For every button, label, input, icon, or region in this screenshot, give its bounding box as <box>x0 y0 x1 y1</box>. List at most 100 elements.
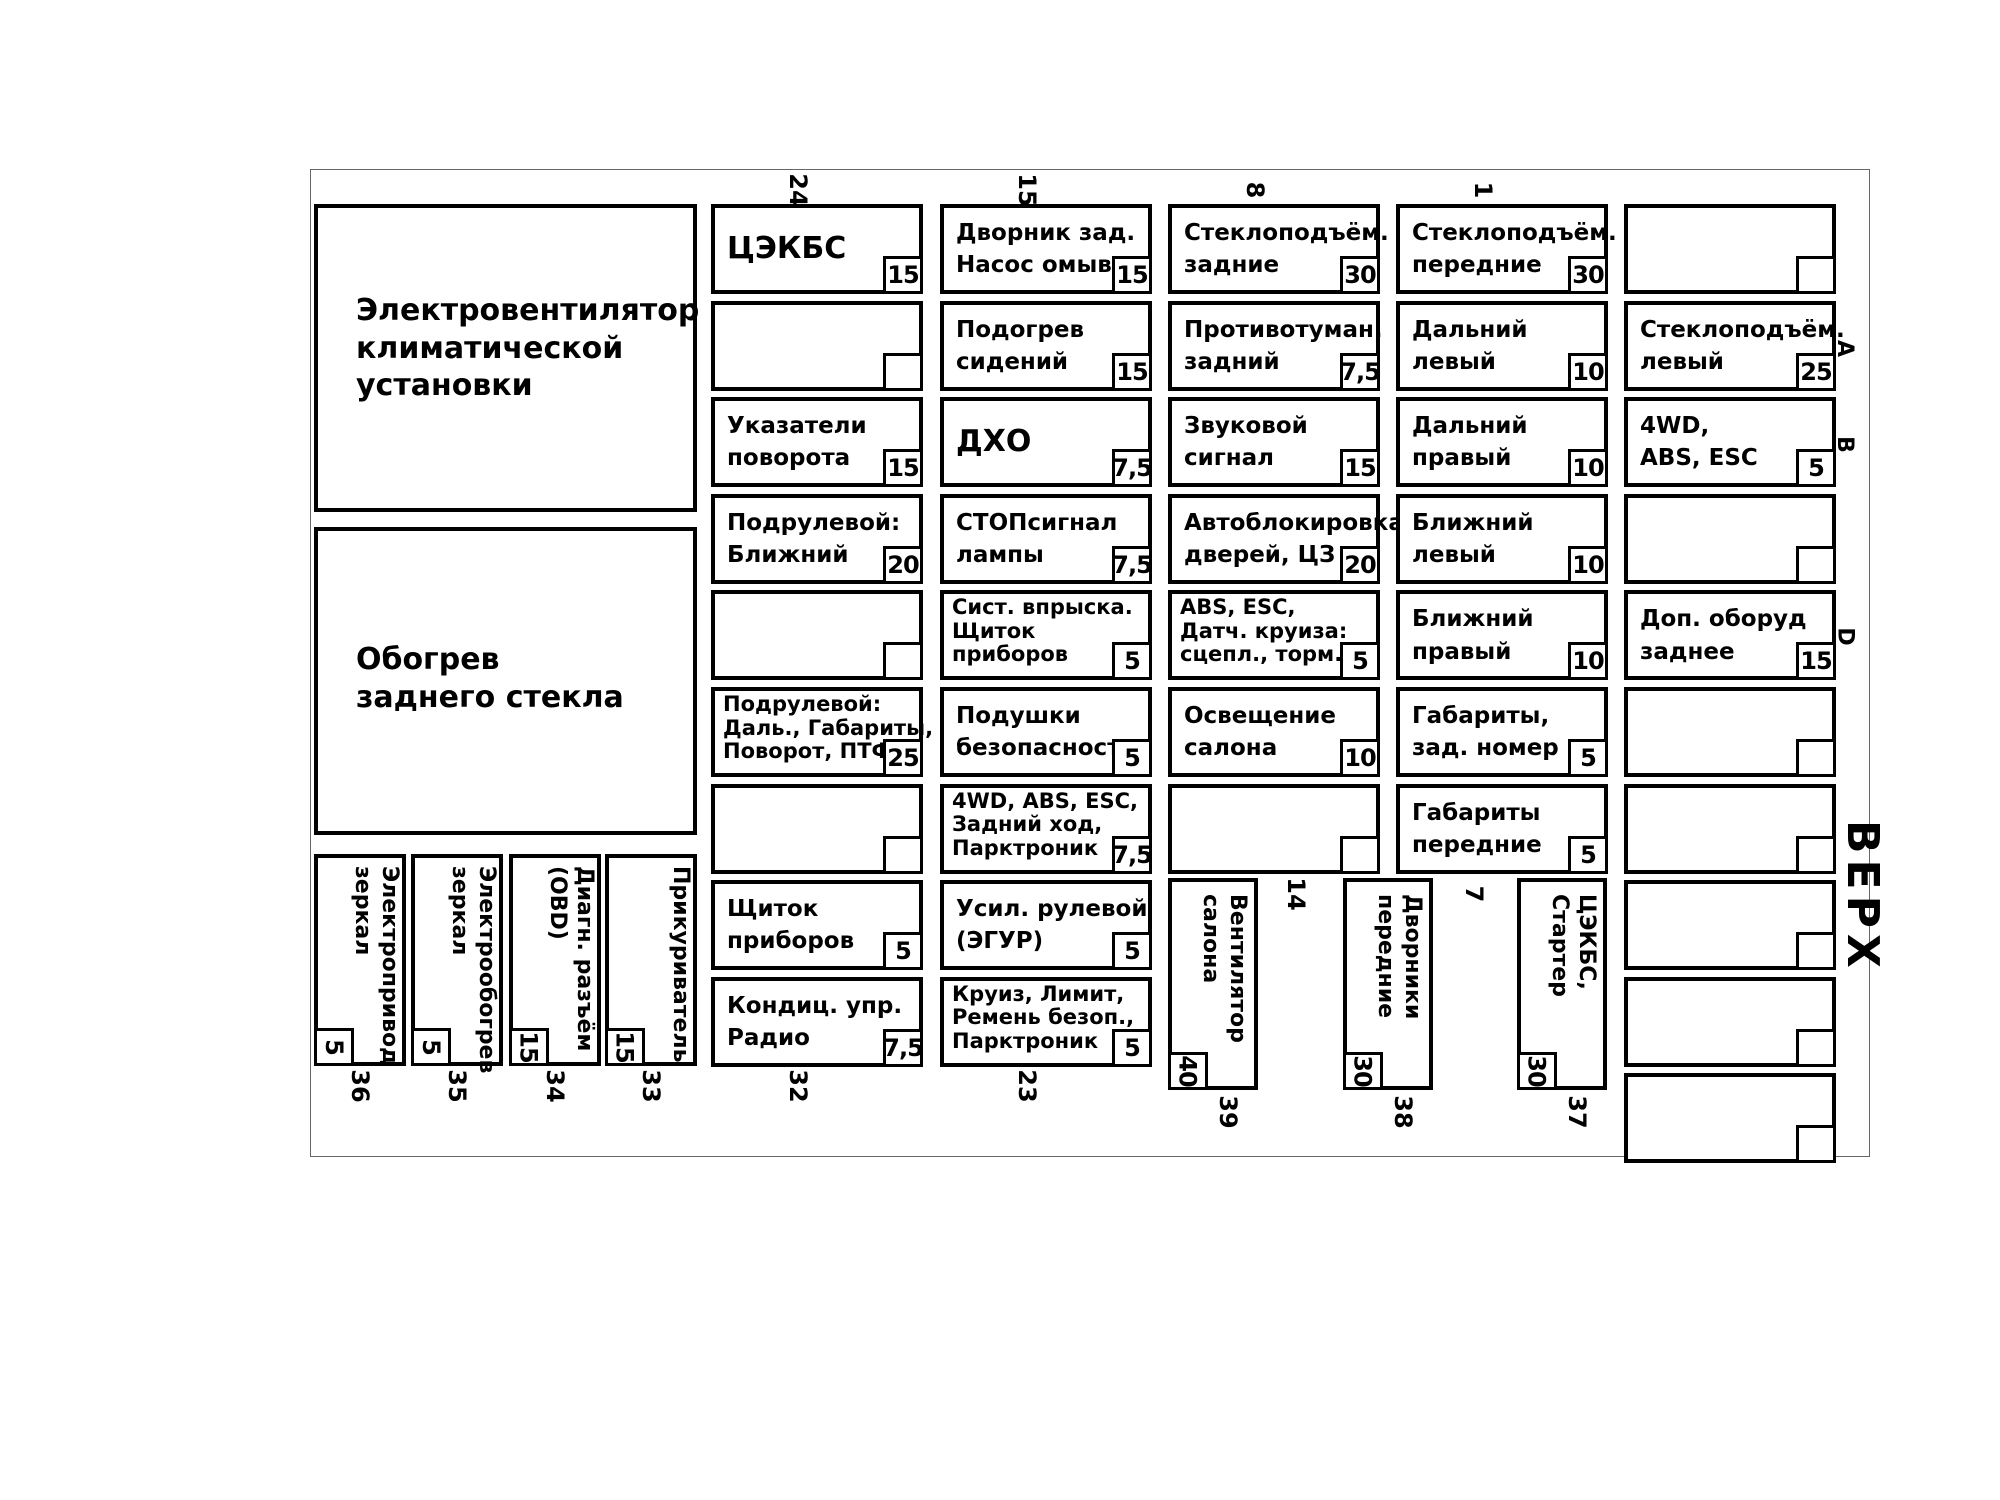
fuse-rating <box>1796 1125 1836 1164</box>
big-block-label: Электровентилятор климатической установк… <box>356 293 700 403</box>
fuse-label: Звуковой сигнал <box>1184 413 1308 472</box>
small-fuse-rating: 15 <box>509 1028 549 1066</box>
fuse-col1-2 <box>711 300 923 391</box>
fuse-col2-8: Усил. рулевой (ЭГУР)5 <box>940 880 1152 971</box>
fuse-rating: 15 <box>1340 449 1380 488</box>
relay-rating: 30 <box>1343 1052 1383 1090</box>
fuse-label: Подрулевой: Ближний <box>727 509 901 568</box>
small-fuse-number: 33 <box>637 1069 665 1103</box>
fuse-rating <box>883 642 923 681</box>
fuse-label: СТОПсигнал лампы <box>956 509 1118 568</box>
fuse-label: Ближний левый <box>1412 509 1534 568</box>
top-orientation-label: ВЕРХ <box>1837 820 1888 974</box>
fuse-label: 4WD, ABS, ESC, Задний ход, Парктроник <box>952 788 1139 860</box>
fuse-col5-4 <box>1624 493 1836 584</box>
fuse-col5-8 <box>1624 880 1836 971</box>
fuse-col5-1 <box>1624 204 1836 294</box>
big-block-fan: Электровентилятор климатической установк… <box>314 204 700 512</box>
fuse-rating: 20 <box>883 545 923 584</box>
diagram-frame <box>310 169 1870 1157</box>
small-fuse-number: 35 <box>443 1069 471 1103</box>
relay-rating: 40 <box>1168 1052 1208 1090</box>
fuse-rating: 30 <box>1340 256 1380 294</box>
small-fuse-number: 34 <box>541 1069 569 1103</box>
relay-label: Вентилятор салона <box>1198 894 1250 1043</box>
fuse-label: ДХО <box>956 424 1032 460</box>
fuse-rating: 15 <box>1112 352 1152 391</box>
fuse-label: Круиз, Лимит, Ремень безоп., Парктроник <box>952 981 1135 1053</box>
fuse-col5-7 <box>1624 783 1836 874</box>
fuse-rating: 5 <box>883 932 923 971</box>
fuse-label: Указатели поворота <box>727 413 867 472</box>
fuse-rating: 15 <box>883 449 923 488</box>
row-letter: B <box>1831 436 1857 453</box>
fuse-label: Габариты, зад. номер <box>1412 703 1559 762</box>
fuse-rating: 15 <box>1796 642 1836 681</box>
small-fuse-rating: 15 <box>605 1028 645 1066</box>
fuse-label: Дальний правый <box>1412 413 1528 472</box>
fuse-rating: 5 <box>1568 739 1608 777</box>
relay-rating-text: 40 <box>1174 1055 1202 1087</box>
big-block-rear-heat: Обогрев заднего стекла <box>314 527 697 835</box>
relay-label: Дворники передние <box>1373 894 1425 1020</box>
fuse-label: Подрулевой: Даль., Габариты, Поворот, ПТ… <box>723 692 934 764</box>
fuse-rating <box>1796 739 1836 777</box>
relay-number: 39 <box>1214 1095 1242 1129</box>
fuse-col4-3: Дальний правый 10 <box>1396 397 1608 488</box>
row-letter: D <box>1832 627 1858 646</box>
fuse-rating: 5 <box>1568 835 1608 874</box>
fuse-label: Автоблокировка дверей, ЦЗ <box>1184 509 1404 568</box>
small-fuse-rating-text: 15 <box>611 1031 639 1063</box>
fuse-rating: 5 <box>1112 932 1152 971</box>
fuse-col1-7 <box>711 783 923 874</box>
fuse-rating <box>1796 256 1836 294</box>
fuse-label: Дворник зад. Насос омыв. <box>956 220 1136 279</box>
fuse-col2-1: Дворник зад. Насос омыв.15 <box>940 204 1152 294</box>
fuse-label: Усил. рулевой (ЭГУР) <box>956 896 1148 955</box>
fuse-rating: 10 <box>1568 449 1608 488</box>
relay-2: Дворники передние 30 <box>1343 878 1433 1090</box>
relay-rating: 30 <box>1517 1052 1557 1090</box>
fuse-col1-5 <box>711 590 923 681</box>
fuse-number-mid: 7 <box>1460 885 1488 903</box>
fuse-rating: 20 <box>1340 545 1380 584</box>
fuse-rating: 5 <box>1112 642 1152 681</box>
fuse-label: Доп. оборуд заднее <box>1640 606 1807 665</box>
small-fuse-label: Электропривод зеркал <box>350 866 402 1065</box>
fuse-label: Подушки безопасности <box>956 703 1137 762</box>
fuse-number-bottom: 32 <box>784 1069 812 1103</box>
fuse-rating <box>1796 932 1836 971</box>
small-fuse-rating-text: 5 <box>416 1039 445 1055</box>
fuse-rating: 25 <box>1796 352 1836 391</box>
fuse-rating <box>883 835 923 874</box>
fuse-col1-3: Указатели поворота 15 <box>711 397 923 488</box>
fuse-label: Стеклоподъём. передние <box>1412 220 1617 279</box>
relay-rating-text: 30 <box>1523 1055 1551 1087</box>
relay-number: 37 <box>1563 1095 1591 1129</box>
fuse-col5-9 <box>1624 976 1836 1067</box>
fuse-col1-6: Подрулевой: Даль., Габариты, Поворот, ПТ… <box>711 687 933 777</box>
fuse-rating: 5 <box>1796 449 1836 488</box>
row-letter: A <box>1832 339 1858 358</box>
fuse-label: Освещение салона <box>1184 703 1336 762</box>
fuse-rating: 10 <box>1568 642 1608 681</box>
fuse-label: Противотуман. задний <box>1184 316 1383 375</box>
fuse-rating: 5 <box>1340 642 1380 681</box>
small-fuse-rating: 5 <box>411 1028 451 1066</box>
